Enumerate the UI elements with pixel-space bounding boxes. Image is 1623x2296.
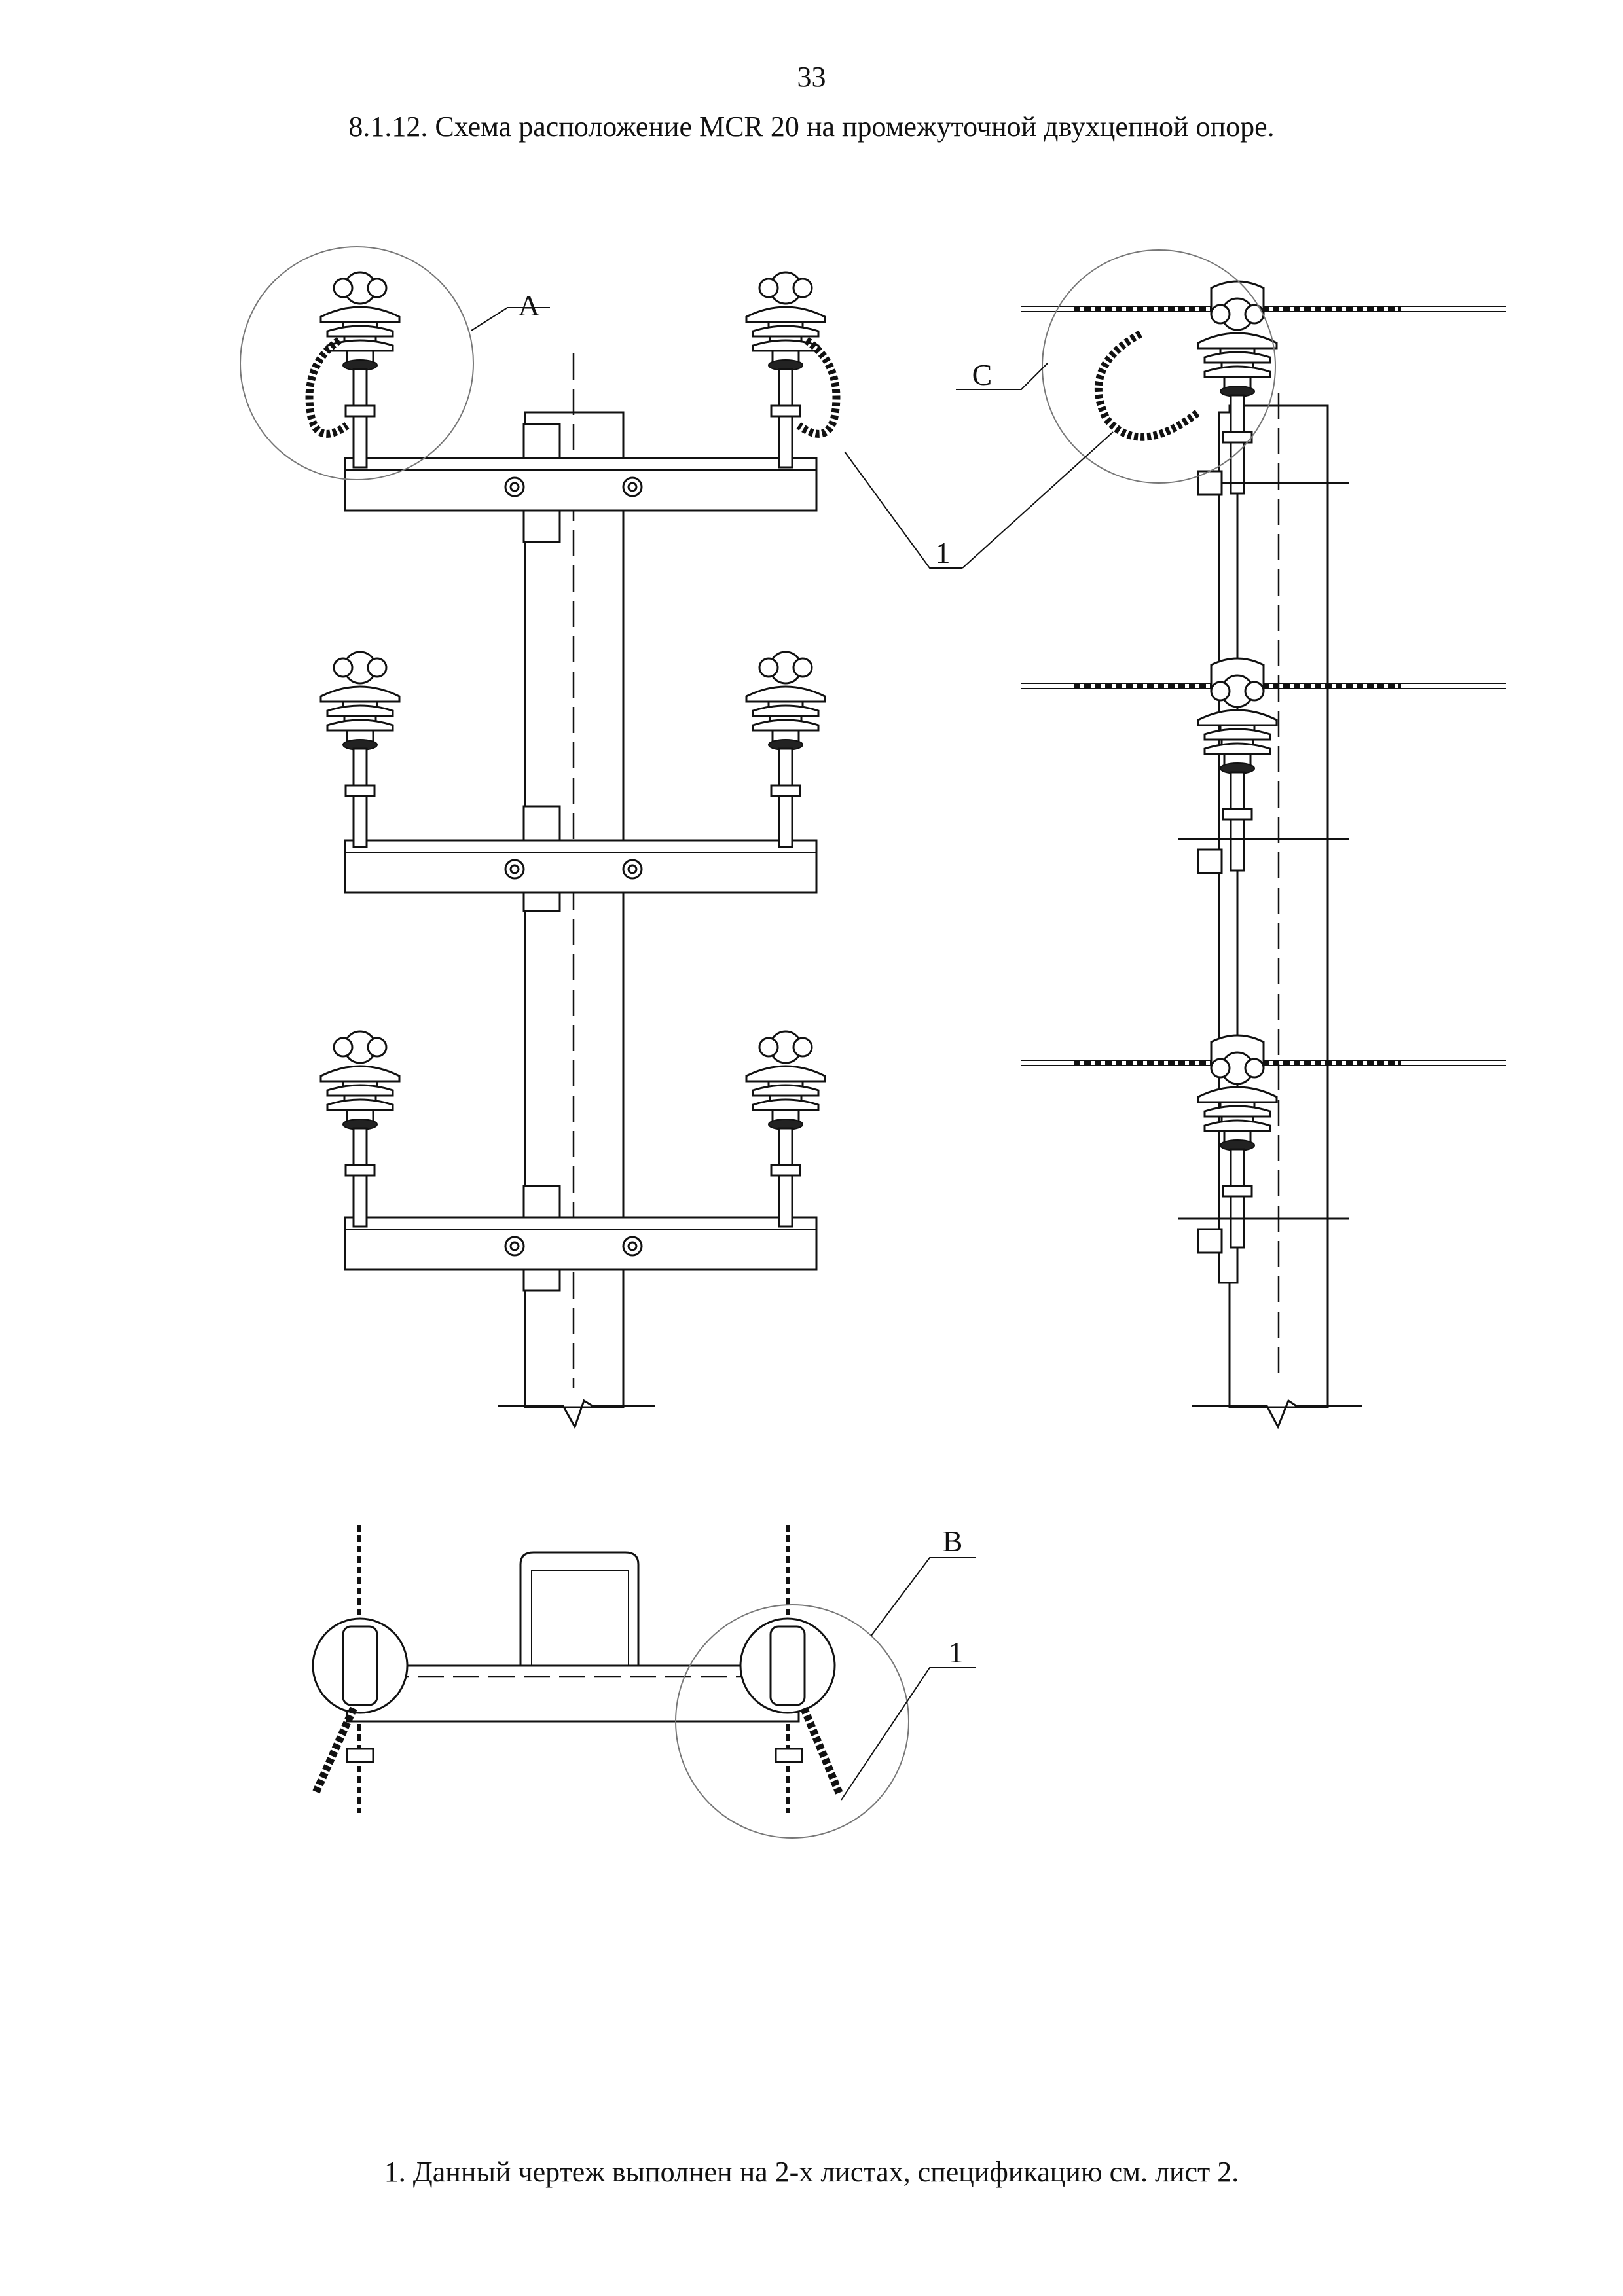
page-number: 33 <box>797 61 826 93</box>
front-crossarm-middle <box>344 839 818 894</box>
front-break-line <box>498 1399 655 1429</box>
insulator <box>319 1030 401 1228</box>
mcr-device-side <box>1094 330 1201 441</box>
mcr-device-right <box>796 337 841 438</box>
figure-caption: 8.1.12. Схема расположение MCR 20 на про… <box>348 111 1275 143</box>
detail-circle-b <box>675 1604 909 1839</box>
footnote: 1. Данный чертеж выполнен на 2-х листах,… <box>384 2156 1239 2188</box>
side-view: C <box>956 249 1506 1429</box>
insulator <box>319 271 401 469</box>
detail-circle-c <box>1042 249 1276 484</box>
insulator <box>319 651 401 848</box>
detail-label-c: C <box>972 358 993 391</box>
leader-label-1-top: 1 <box>936 536 951 569</box>
detail-circle-a <box>240 246 474 480</box>
insulator <box>745 1030 826 1228</box>
plan-view: B 1 <box>312 1524 976 1839</box>
detail-label-a: A <box>518 289 539 322</box>
front-crossarm-bottom <box>344 1216 818 1271</box>
front-crossarm-top <box>344 457 818 512</box>
mcr-device-left <box>305 337 350 438</box>
front-view: A 1 <box>240 246 962 1429</box>
insulator <box>745 271 826 469</box>
insulator <box>745 651 826 848</box>
leader-label-1-bottom: 1 <box>949 1636 964 1669</box>
detail-label-b: B <box>943 1524 963 1558</box>
